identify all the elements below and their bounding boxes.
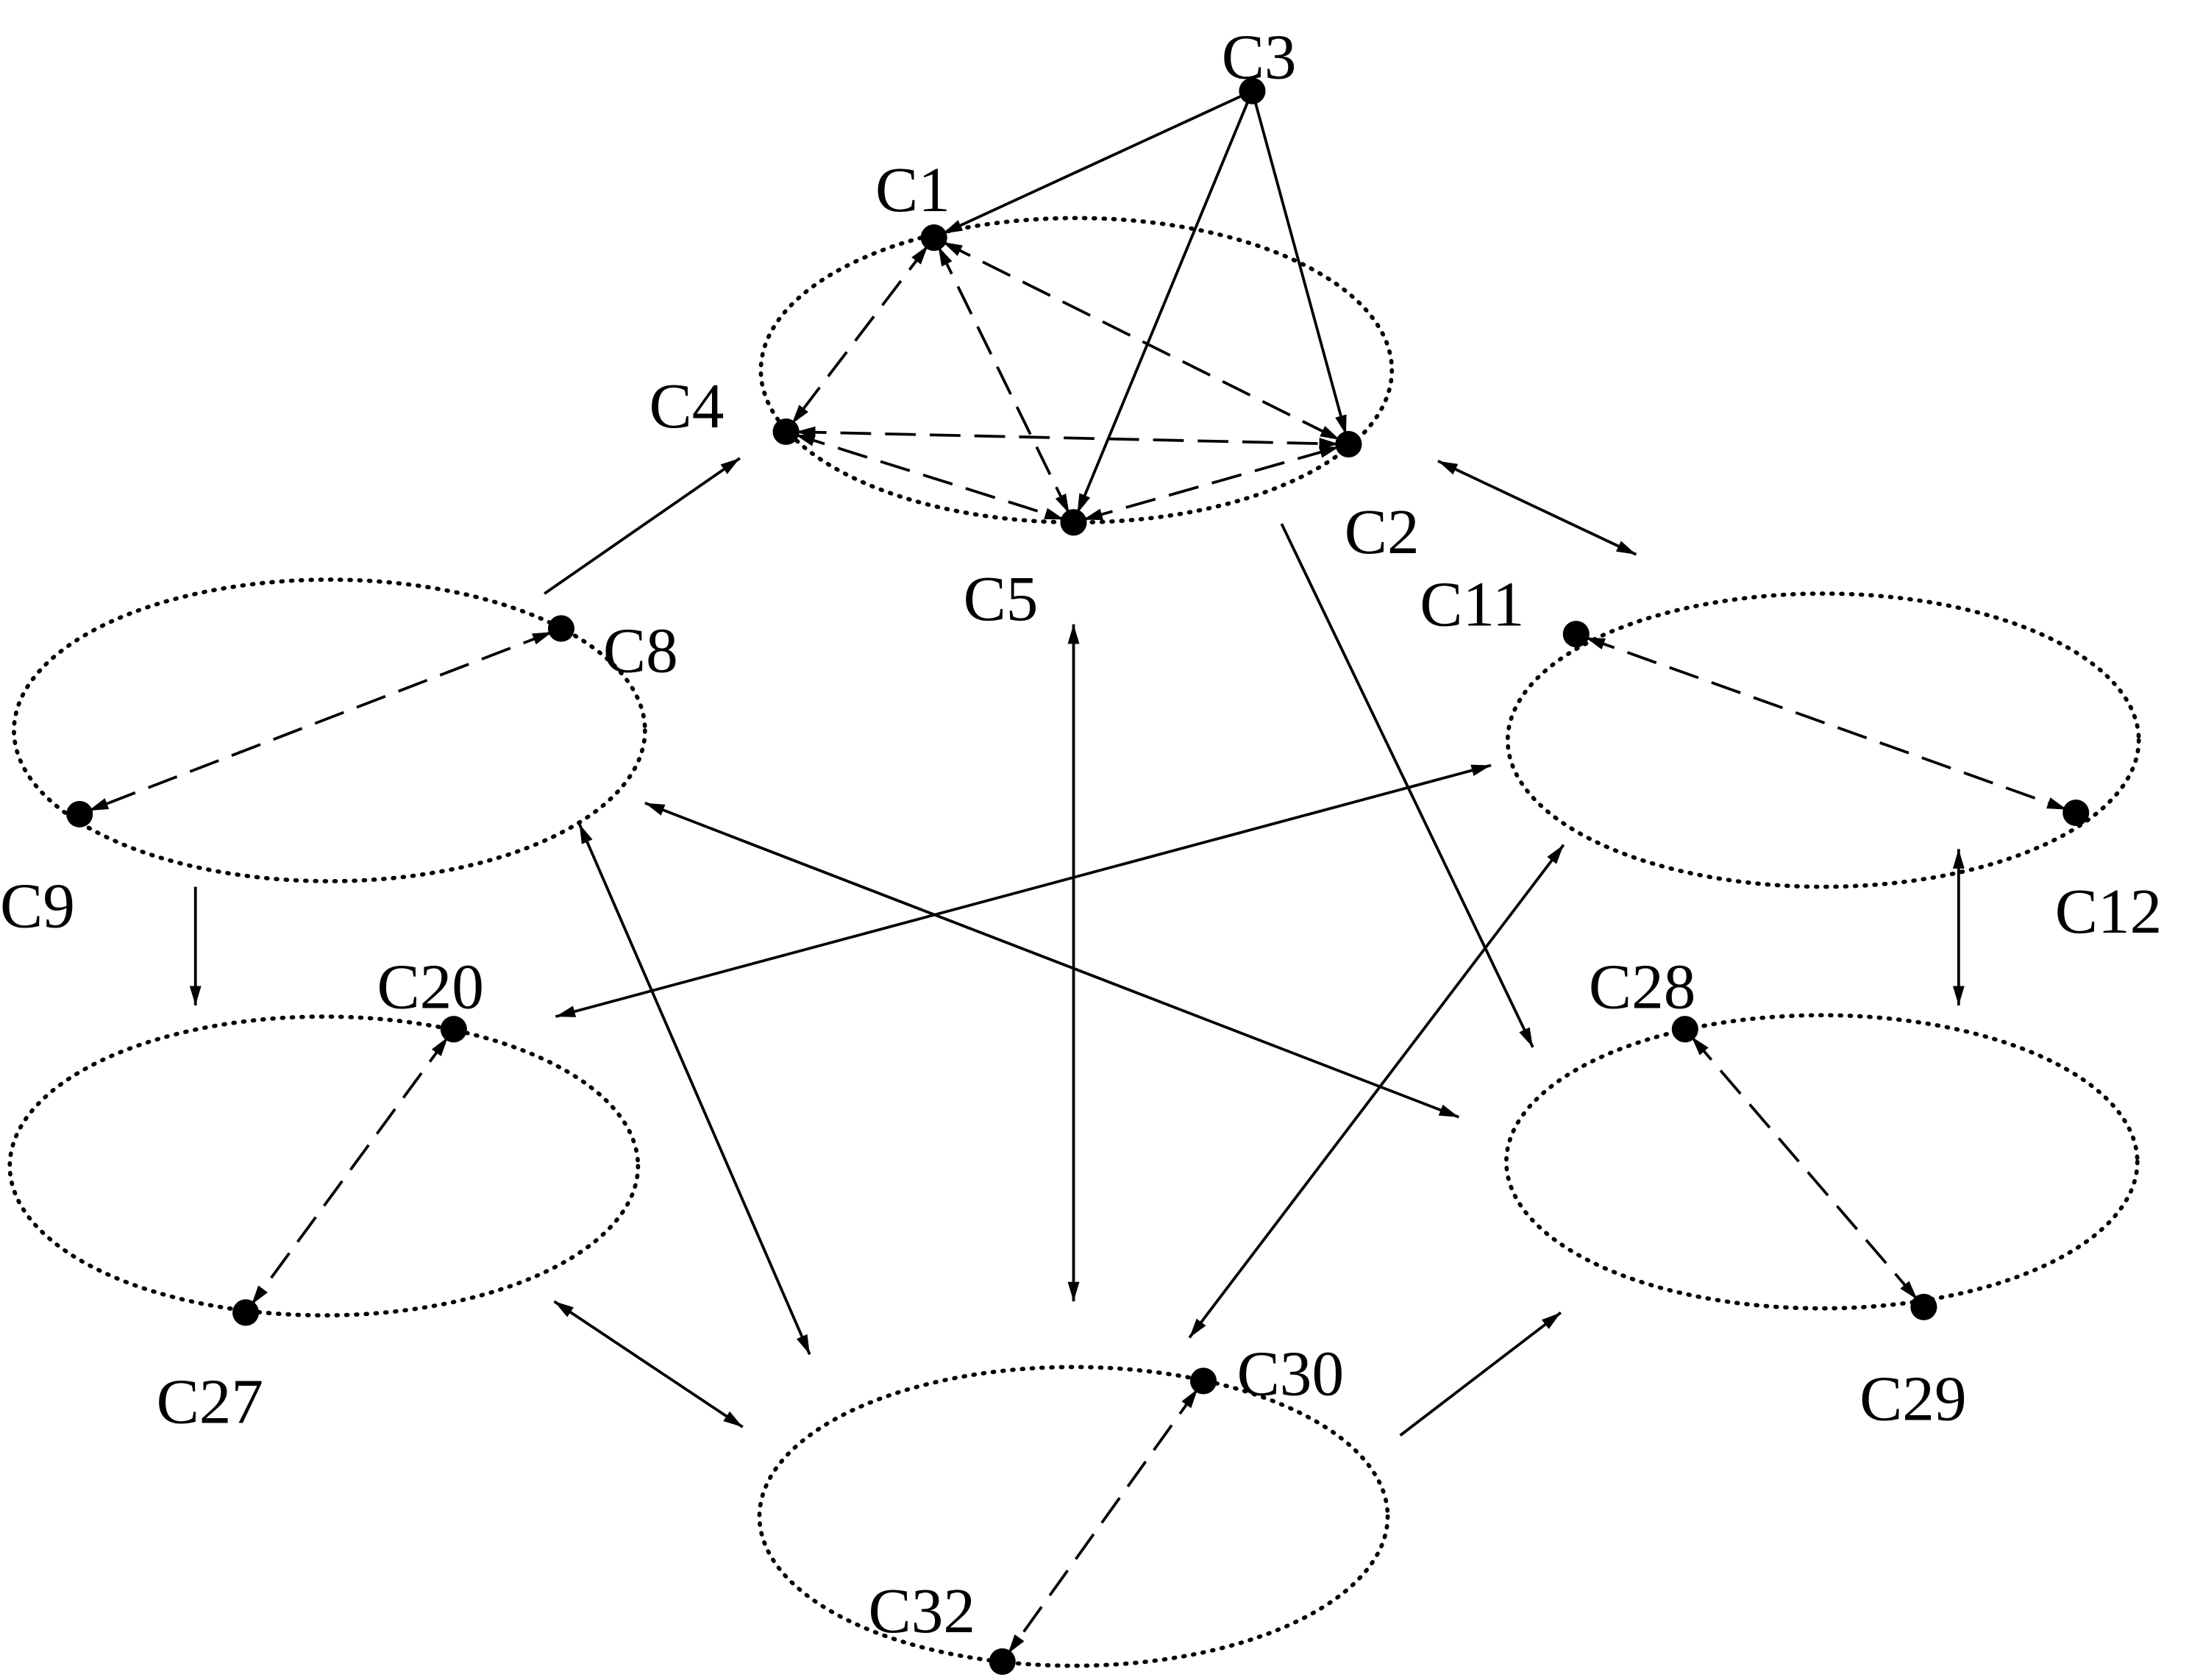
node-label: C32: [869, 1575, 976, 1646]
node-dot: [1671, 1016, 1698, 1043]
clusters: [7, 216, 2141, 1668]
edge-upper-left-bottom: [577, 823, 811, 1356]
node-dot: [232, 1299, 260, 1326]
cluster-top: [758, 216, 1395, 525]
node-C29: C29: [1859, 1293, 1967, 1434]
node-label: C2: [1345, 496, 1420, 567]
edge-C1-C2: [942, 241, 1341, 441]
node-dot: [1190, 1367, 1217, 1395]
edge-C3-C2: [1253, 100, 1348, 435]
node-label: C20: [377, 951, 484, 1022]
node-dot: [547, 615, 575, 642]
node-C9: C9: [0, 800, 93, 942]
cluster-lower-right: [1504, 1013, 2140, 1311]
node-dot: [440, 1016, 467, 1043]
node-C1: C1: [875, 154, 950, 252]
node-label: C12: [2055, 875, 2163, 947]
cluster-upper-right: [1505, 591, 2141, 889]
node-label: C9: [0, 870, 75, 942]
node-label: C11: [1420, 569, 1524, 640]
node-label: C28: [1589, 951, 1696, 1022]
node-dot: [1562, 621, 1590, 648]
edge-C3-C5: [1075, 99, 1250, 514]
edge-upper-left-top: [544, 457, 741, 595]
node-C8: C8: [547, 614, 678, 686]
edge-upper-right-bottom: [1188, 844, 1565, 1339]
node-C30: C30: [1190, 1337, 1344, 1409]
node-label: C4: [649, 370, 725, 441]
node-label: C5: [964, 563, 1039, 634]
node-label: C8: [603, 614, 678, 686]
edge-C1-C4: [791, 244, 930, 425]
node-C5: C5: [964, 509, 1087, 634]
edge-upper-right-lower-left: [555, 764, 1492, 1018]
node-dot: [2062, 799, 2090, 827]
edges: [88, 93, 2068, 1655]
edge-bottom-lower-right: [1399, 1311, 1562, 1437]
node-dot: [1335, 430, 1362, 458]
node-C32: C32: [869, 1575, 1016, 1675]
node-label: C27: [157, 1365, 264, 1437]
edge-C8-C9: [88, 630, 553, 812]
node-dot: [66, 800, 93, 827]
node-label: C29: [1859, 1363, 1967, 1434]
node-C3: C3: [1222, 21, 1297, 104]
node-dot: [920, 224, 947, 252]
node-C27: C27: [157, 1299, 264, 1437]
cluster-lower-left: [7, 1014, 641, 1318]
edge-C28-C29: [1690, 1036, 1919, 1301]
node-label: C30: [1237, 1337, 1345, 1409]
edge-top-upper-right: [1437, 459, 1637, 556]
node-dot: [989, 1648, 1016, 1675]
edge-C20-C27: [250, 1036, 449, 1306]
node-dot: [772, 418, 800, 445]
node-label: C1: [875, 154, 950, 225]
node-C20: C20: [377, 951, 484, 1043]
node-C12: C12: [2055, 799, 2163, 947]
node-label: C3: [1222, 21, 1297, 93]
edge-C4-C5: [794, 433, 1065, 522]
node-C28: C28: [1589, 951, 1698, 1043]
edge-C1-C5: [936, 246, 1071, 515]
node-C2: C2: [1335, 430, 1420, 567]
edge-C11-C12: [1584, 636, 2068, 811]
node-dot: [1910, 1293, 1937, 1320]
edge-C4-C2: [795, 426, 1339, 450]
edge-lower-left-bottom: [553, 1300, 744, 1428]
edge-C30-C32: [1006, 1388, 1199, 1655]
edge-C3-C1: [942, 93, 1245, 235]
node-C4: C4: [649, 370, 800, 445]
node-dot: [1060, 509, 1087, 536]
node-C11: C11: [1420, 569, 1590, 648]
node-dot: [1239, 77, 1266, 104]
cluster-upper-left: [12, 577, 647, 883]
cluster-bottom: [757, 1364, 1390, 1668]
